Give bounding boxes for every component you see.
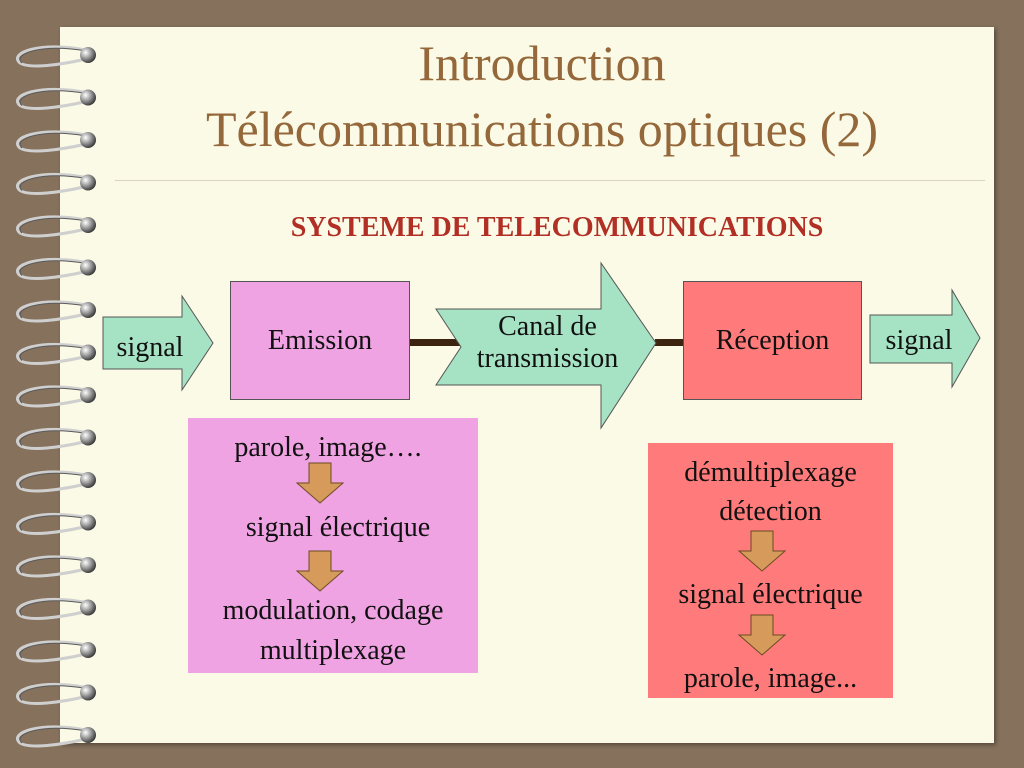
binding-hole	[80, 132, 96, 148]
output-signal-arrow	[869, 288, 981, 389]
down-arrow-icon	[737, 614, 787, 656]
input-signal-label: signal	[116, 332, 184, 363]
binding-hole	[80, 557, 96, 573]
channel-arrow	[435, 261, 657, 430]
spiral-ring	[16, 725, 87, 748]
title-line-2: Télécommunications optiques (2)	[205, 101, 879, 157]
spiral-ring	[16, 172, 87, 195]
binding-hole	[80, 89, 96, 106]
channel-label: Canal de transmission	[455, 311, 640, 375]
binding-hole	[80, 302, 96, 318]
spiral-ring	[16, 257, 87, 280]
reception-label: Réception	[715, 324, 830, 356]
spiral-ring	[16, 555, 87, 578]
spiral-ring	[16, 45, 87, 68]
emission-detail-panel	[188, 418, 478, 673]
spiral-ring	[16, 87, 87, 110]
spiral-binding-icon	[16, 45, 96, 748]
spiral-ring	[16, 385, 87, 408]
connector-emission-channel	[410, 339, 465, 346]
spiral-ring	[16, 427, 87, 450]
reception-step-1-line-1: démultiplexage	[684, 457, 857, 488]
connector-channel-reception	[655, 339, 685, 346]
emission-box: Emission	[230, 281, 410, 400]
channel-label-line-1: Canal de	[498, 311, 597, 342]
spiral-ring	[16, 130, 87, 153]
emission-step-2: signal électrique	[245, 512, 431, 543]
input-signal-arrow	[102, 294, 214, 392]
title-line-1: Introduction	[418, 35, 666, 91]
reception-step-2: signal électrique	[678, 579, 863, 610]
binding-hole	[80, 47, 96, 63]
binding-hole	[80, 684, 96, 701]
spiral-ring	[16, 215, 87, 238]
binding-hole	[80, 344, 96, 361]
reception-step-3: parole, image...	[683, 663, 858, 694]
binding-hole	[80, 599, 96, 616]
spiral-ring	[16, 512, 87, 535]
channel-label-line-2: transmission	[476, 343, 619, 374]
spiral-ring	[16, 470, 87, 493]
binding-hole	[80, 259, 96, 276]
slide-title: Introduction Télécommunications optiques…	[60, 30, 1024, 162]
title-divider	[115, 180, 985, 181]
down-arrow-icon	[295, 462, 345, 504]
emission-step-3-line-1: modulation, codage	[222, 595, 444, 626]
spiral-ring	[16, 300, 87, 323]
reception-step-1-line-2: détection	[719, 496, 822, 527]
binding-hole	[80, 514, 96, 531]
spiral-ring	[16, 342, 87, 365]
spiral-ring	[16, 640, 87, 663]
emission-step-1: parole, image….	[234, 432, 422, 463]
binding-hole	[80, 387, 96, 403]
binding-hole	[80, 174, 96, 191]
binding-hole	[80, 472, 96, 488]
reception-detail-panel	[648, 443, 893, 698]
reception-box: Réception	[683, 281, 862, 400]
down-arrow-icon	[737, 530, 787, 572]
diagram-subtitle: SYSTEME DE TELECOMMUNICATIONS	[290, 212, 824, 243]
spiral-ring	[16, 597, 87, 620]
emission-label: Emission	[267, 324, 373, 356]
emission-step-3-line-2: multiplexage	[259, 635, 407, 666]
spiral-ring	[16, 682, 87, 705]
binding-hole	[80, 727, 96, 743]
output-signal-label: signal	[885, 325, 953, 356]
binding-hole	[80, 642, 96, 658]
down-arrow-icon	[295, 550, 345, 592]
binding-hole	[80, 429, 96, 446]
binding-hole	[80, 217, 96, 233]
